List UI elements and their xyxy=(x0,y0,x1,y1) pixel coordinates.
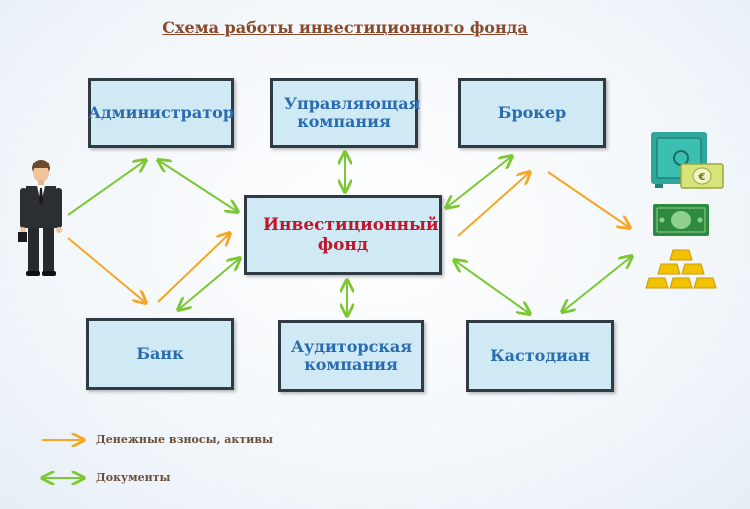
box-audit-company-label: Аудиторская компания xyxy=(291,337,413,374)
arrow-fund-custodian xyxy=(454,260,530,314)
gold-bars-icon xyxy=(645,249,717,289)
box-audit-company: Аудиторская компания xyxy=(278,320,424,392)
box-administrator-label: Администратор xyxy=(87,103,235,122)
dollar-banknote-icon xyxy=(653,204,709,236)
arrow-bank-fund-money xyxy=(157,233,230,303)
box-custodian: Кастодиан xyxy=(466,320,614,392)
legend-documents-label: Документы xyxy=(96,471,171,484)
arrow-bank-fund-documents xyxy=(178,258,240,310)
assets-group: € xyxy=(645,132,724,289)
box-broker-label: Брокер xyxy=(497,103,567,122)
businessman-icon xyxy=(18,160,62,276)
arrow-fund-broker-money xyxy=(457,172,530,237)
arrow-person-administrator xyxy=(67,160,146,216)
box-bank-label: Банк xyxy=(136,344,184,363)
box-custodian-label: Кастодиан xyxy=(490,346,590,365)
box-administrator: Администратор xyxy=(88,78,234,148)
arrow-fund-broker-documents xyxy=(446,156,512,208)
arrow-person-bank xyxy=(67,237,146,303)
diagram-title: Схема работы инвестиционного фонда xyxy=(162,18,528,37)
box-investment-fund: Инвестиционный фонд xyxy=(244,195,442,275)
svg-text:€: € xyxy=(698,172,706,183)
box-broker: Брокер xyxy=(458,78,606,148)
arrow-custodian-assets xyxy=(562,256,632,312)
box-investment-fund-label: Инвестиционный фонд xyxy=(263,215,439,255)
box-management-company: Управляющая компания xyxy=(270,78,421,148)
box-management-company-label: Управляющая компания xyxy=(284,94,421,131)
arrow-administrator-fund xyxy=(158,160,238,212)
euro-banknote-icon: € xyxy=(680,163,724,189)
box-bank: Банк xyxy=(86,318,234,390)
arrow-broker-assets xyxy=(547,171,630,228)
legend-money-label: Денежные взносы, активы xyxy=(96,433,273,446)
